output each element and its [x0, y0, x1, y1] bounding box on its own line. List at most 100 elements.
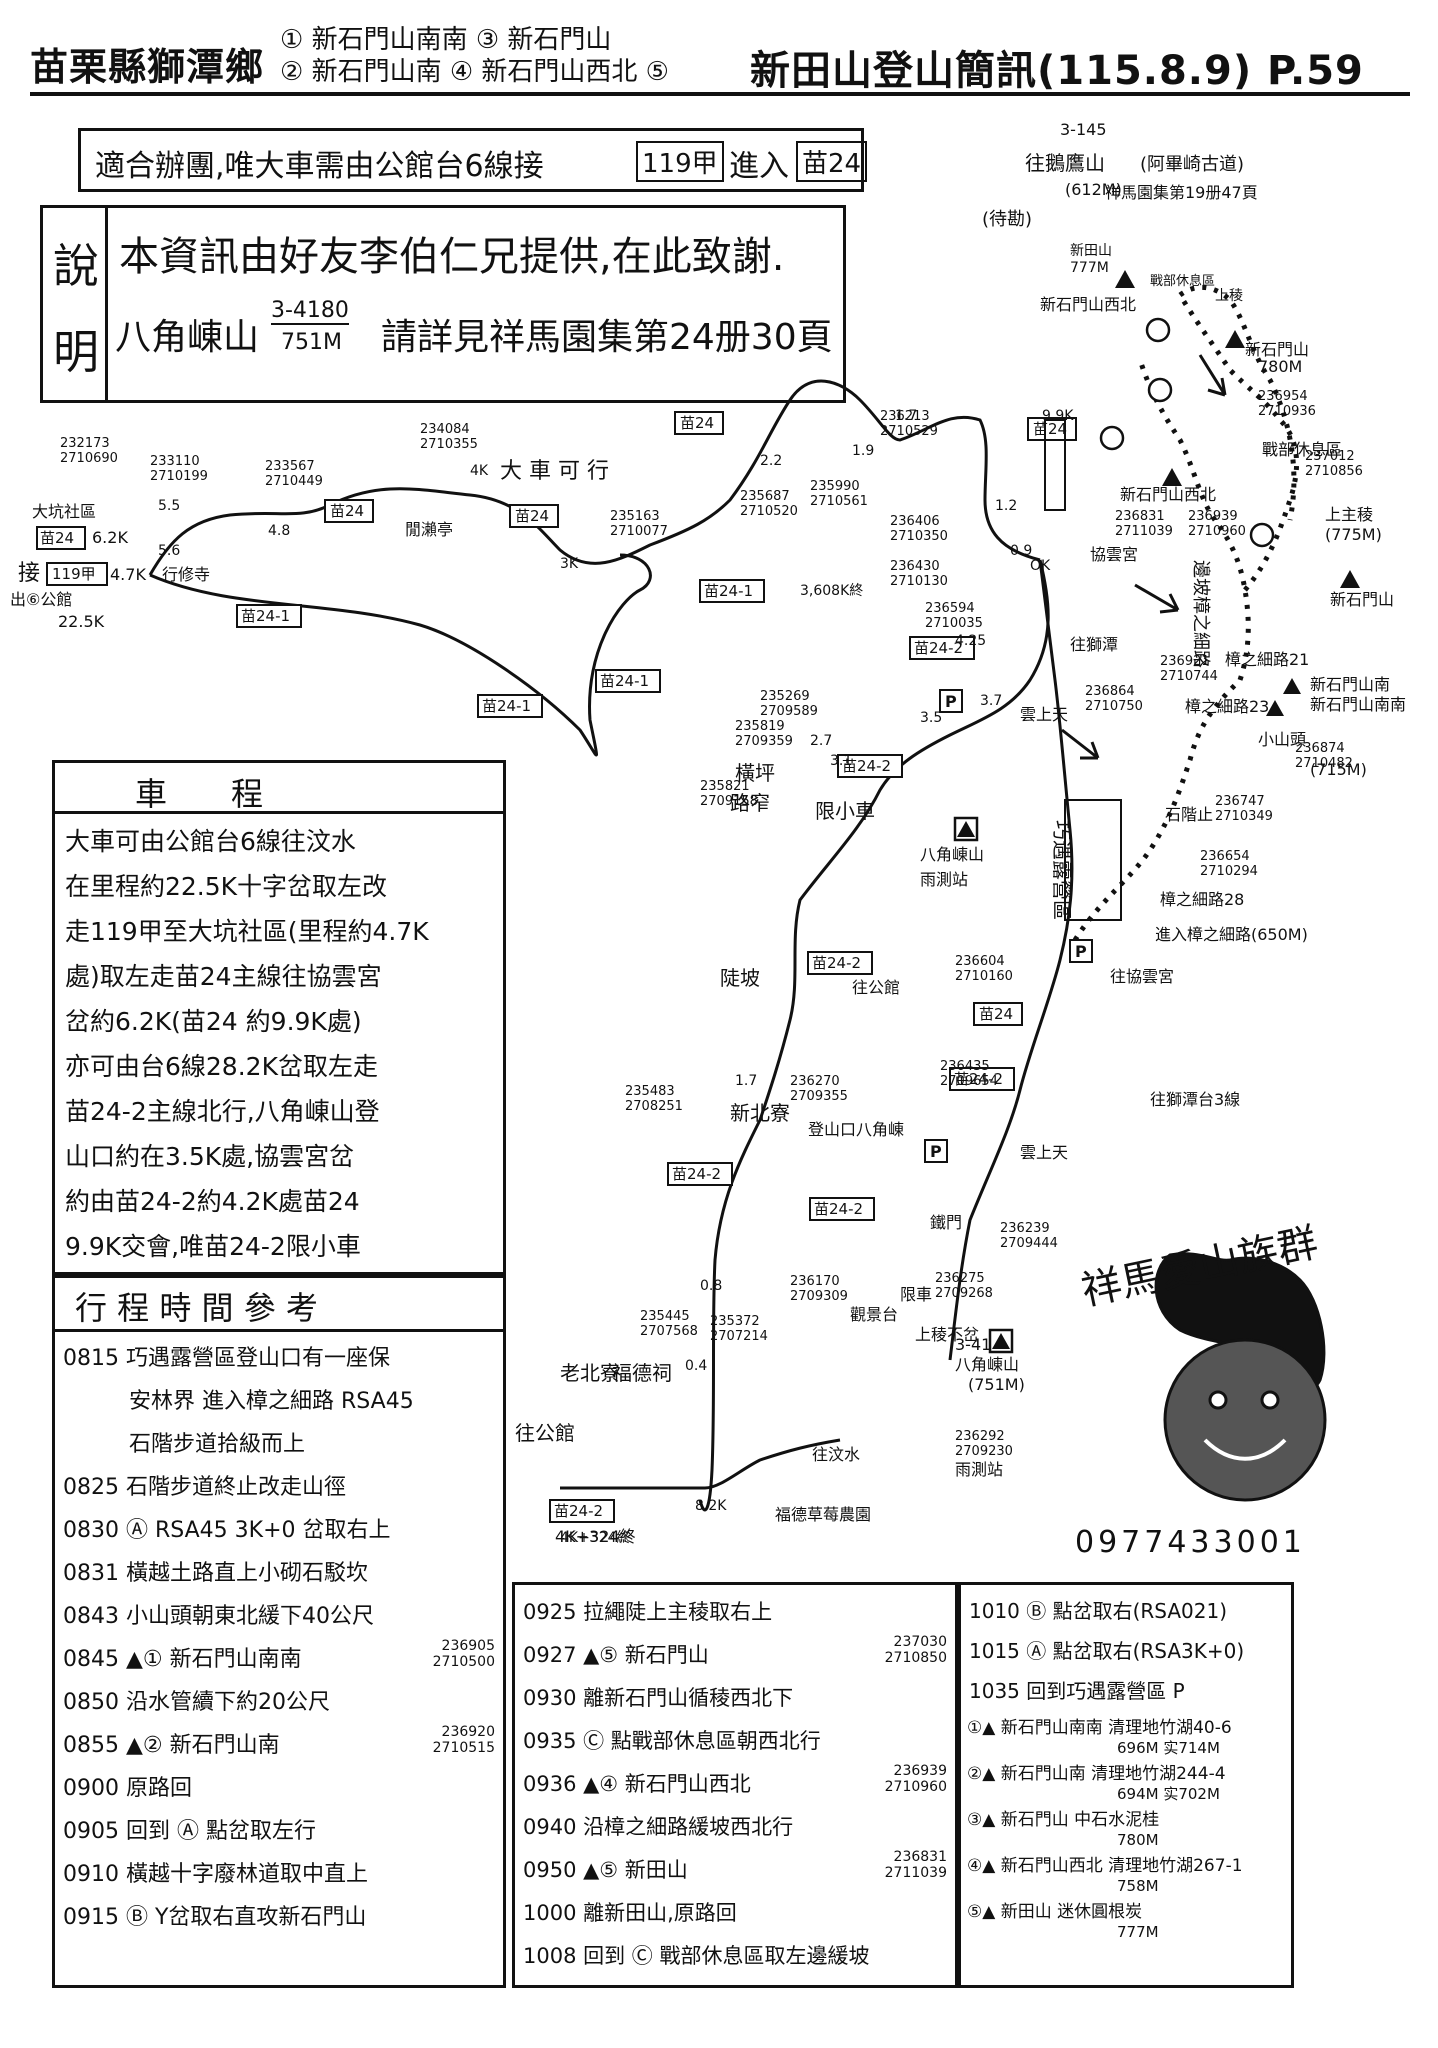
map-distance: 3.5: [920, 710, 942, 726]
map-distance: OK: [1030, 558, 1051, 574]
itinerary-line: 0815 巧遇露營區登山口有一座保: [63, 1346, 390, 1371]
map-distance: 3.1: [830, 753, 852, 769]
itinerary-line: 0915 Ⓑ Y岔取右直攻新石門山: [63, 1905, 367, 1930]
itinerary-line: 0830 Ⓐ RSA45 3K+0 岔取右上: [63, 1518, 391, 1543]
map-coordinate: 2710520: [740, 504, 798, 519]
itinerary-line: 0910 橫越十字廢林道取中直上: [63, 1862, 368, 1887]
label-lugai: 路窄: [730, 791, 770, 815]
trail-dotted-ring: [1178, 284, 1297, 521]
itinerary-heading: 行 程 時 間 參 考: [75, 1289, 318, 1327]
label-laobei: 老北寮: [560, 1361, 620, 1385]
map-coordinate: 235687: [740, 489, 790, 504]
itinerary-line: 0925 拉繩陡上主稜取右上: [523, 1600, 773, 1624]
label-dai: (待勘): [982, 209, 1032, 230]
label-road23: 樟之細路23: [1185, 697, 1269, 716]
map-distance: 9.9K: [1042, 408, 1074, 424]
map-coordinate: 236604: [955, 954, 1005, 969]
label-xinshimen-xb: 新石門山西北: [1040, 295, 1136, 314]
face-eye-right: [1260, 1390, 1280, 1410]
itinerary-col1: 0815 巧遇露營區登山口有一座保 安林界 進入樟之細路 RSA45 石階步道拾…: [63, 1337, 499, 1939]
map-coordinate: 236275: [935, 1271, 985, 1286]
label-road28: 樟之細路28: [1160, 890, 1244, 909]
title-peaks-line2: ② 新石門山南 ④ 新石門山西北 ⑤: [280, 57, 669, 87]
car-route-line: 處)取左走苗24主線往協雲宮: [65, 962, 382, 991]
road-sign-24-2-f: 苗24-2: [814, 1200, 863, 1218]
map-coordinate: 2708251: [625, 1099, 683, 1114]
map-coordinate: 2710449: [265, 474, 323, 489]
label-doupo: 陡坡: [720, 966, 760, 990]
car-route-line: 在里程約22.5K十字岔取左改: [65, 872, 388, 901]
road-sign-24-2-b: 苗24-2: [842, 757, 891, 775]
car-route-line: 大車可由公館台6線往汶水: [65, 827, 356, 856]
car-route-line: 岔約6.2K(苗24 約9.9K處): [65, 1007, 362, 1036]
map-coordinate: 2709444: [1000, 1236, 1058, 1251]
label-wangsheng-ref: 祥馬園集第19册47頁: [1105, 183, 1258, 202]
map-coordinate: 236430: [890, 559, 940, 574]
label-dakang: 大坑社區: [32, 502, 96, 521]
label-dache: 大 車 可 行: [500, 459, 609, 484]
road-sign-24-c: 苗24: [515, 507, 549, 525]
label-out-dist: 22.5K: [58, 612, 105, 631]
map-coordinate: 2709359: [735, 734, 793, 749]
road-sign-24-2-d: 苗24-2: [954, 1070, 1003, 1088]
map-coordinate: 236170: [790, 1274, 840, 1289]
map-coordinate: 2710199: [150, 469, 208, 484]
explain-line1: 本資訊由好友李伯仁兄提供,在此致謝.: [119, 234, 785, 280]
summit-triangle-bajiao: [992, 1333, 1010, 1349]
label-henping: 橫坪: [735, 761, 775, 785]
road-sign-24-1-a: 苗24-1: [704, 582, 753, 600]
map-distance: 5.6: [158, 543, 180, 559]
car-route-heading-row: [55, 763, 503, 814]
itinerary-line: 0905 回到 Ⓐ 點岔取左行: [63, 1819, 316, 1844]
label-biancao: 邊坡樟之細路: [1190, 560, 1211, 668]
map-coordinate: 235269: [760, 689, 810, 704]
label-wangwen: 往汶水: [812, 1445, 860, 1464]
itinerary-box: 行 程 時 間 參 考 0815 巧遇露營區登山口有一座保 安林界 進入樟之細路…: [52, 1272, 506, 1988]
label-kuanqi: 閒瀨亭: [405, 520, 453, 539]
map-coordinate: 236921: [1160, 654, 1210, 669]
map-coordinate: 2710856: [1305, 464, 1363, 479]
map-coordinate: 2710561: [810, 494, 868, 509]
summit-triangle-xinshimen-xb: [1162, 468, 1182, 486]
label-xintian-elev: 777M: [1070, 260, 1109, 276]
label-xinbei: 新北寮: [730, 1101, 790, 1125]
label-join-dist: 4.7K: [110, 565, 146, 584]
car-route-lines: 大車可由公館台6線往汶水在里程約22.5K十字岔取左改走119甲至大坑社區(里程…: [65, 819, 499, 1269]
label-xintian: 新田山: [1070, 243, 1112, 259]
map-coordinate: 236239: [1000, 1221, 1050, 1236]
label-join: 接: [18, 561, 40, 586]
road-sign-24-f: 苗24: [979, 1005, 1013, 1023]
explain-line2: 請詳見祥馬園集第24册30頁: [381, 317, 833, 358]
map-coordinate: 2710077: [610, 524, 668, 539]
map-coordinate: 2709268: [935, 1286, 993, 1301]
summit-triangle-xintian: [1115, 270, 1135, 288]
label-road21: 樟之細路21: [1225, 650, 1309, 669]
parking-label-3: P: [930, 1142, 942, 1161]
map-distance: 0.4: [685, 1358, 707, 1374]
map-coordinate: 2710744: [1160, 669, 1218, 684]
label-bottom-km: 4K+324終: [555, 1527, 636, 1546]
map-coordinate: 2710750: [1085, 699, 1143, 714]
road-sign-24-a: 苗24: [40, 529, 74, 547]
car-route-line: 走119甲至大坑社區(里程約4.7K: [65, 917, 429, 946]
label-xinshimen-elev2: (715M): [1310, 760, 1367, 779]
map-distance: 1.7: [735, 1073, 757, 1089]
title-bar: 苗栗縣獅潭鄉 ① 新石門山南南 ③ 新石門山 ② 新石門山南 ④ 新石門山西北 …: [30, 22, 1410, 96]
label-wangsheng-elev: (612M): [1065, 180, 1122, 199]
map-coordinate: 236594: [925, 601, 975, 616]
itinerary-line: 1015 Ⓐ 點岔取右(RSA3K+0): [969, 1639, 1245, 1663]
map-coordinate: 2709309: [790, 1289, 848, 1304]
map-coordinate: 236747: [1215, 794, 1265, 809]
label-chelun: 限車: [900, 1285, 932, 1304]
label-fude: 福德祠: [612, 1361, 672, 1385]
label-wanggong-bottom: 往公館: [515, 1421, 575, 1445]
itinerary-col3: 1010 Ⓑ 點岔取右(RSA021)1015 Ⓐ 點岔取右(RSA3K+0)1…: [969, 1591, 1287, 1711]
label-wangsheng: 往鵝鷹山: [1025, 151, 1105, 175]
explain-label-2: 明: [53, 325, 99, 379]
road-sign-24-1-c: 苗24-1: [482, 697, 531, 715]
